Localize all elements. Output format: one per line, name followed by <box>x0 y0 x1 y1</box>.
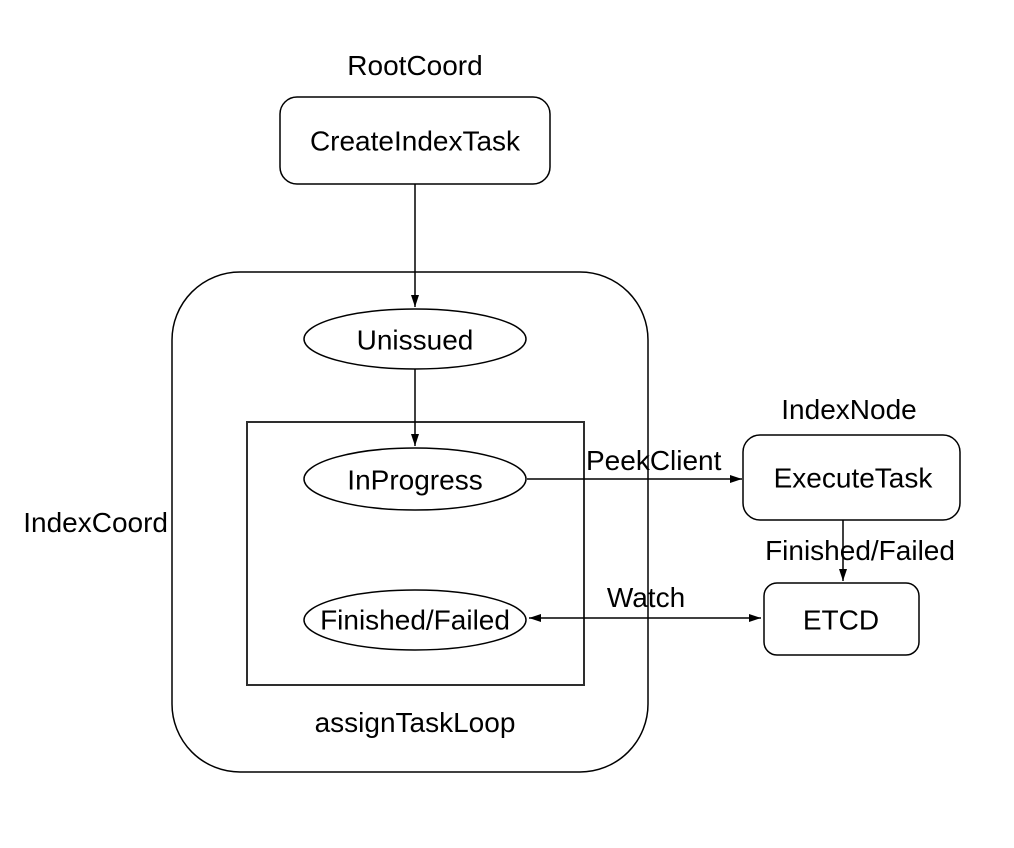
in-progress-node <box>303 447 527 511</box>
etcd-label: ETCD <box>803 605 879 636</box>
unissued-label: Unissued <box>357 325 474 356</box>
finished-failed-node <box>303 589 527 651</box>
root-coord-group-label: RootCoord <box>347 50 482 81</box>
in-progress-label: InProgress <box>347 465 482 496</box>
create-index-task-label: CreateIndexTask <box>310 126 521 157</box>
etcd-node <box>763 582 920 656</box>
unissued-node <box>303 308 527 370</box>
execute-task-node <box>742 434 961 521</box>
assign-task-loop-label: assignTaskLoop <box>315 707 516 738</box>
finished-failed-edge-label: Finished/Failed <box>765 535 955 566</box>
watch-edge-label: Watch <box>607 582 685 613</box>
finished-failed-state-label: Finished/Failed <box>320 605 510 636</box>
index-coord-group-label: IndexCoord <box>23 507 168 538</box>
index-coord-container <box>171 271 649 773</box>
peek-client-edge-label: PeekClient <box>586 445 722 476</box>
execute-task-label: ExecuteTask <box>774 463 934 494</box>
create-index-task-node <box>279 96 551 185</box>
index-node-group-label: IndexNode <box>781 394 916 425</box>
